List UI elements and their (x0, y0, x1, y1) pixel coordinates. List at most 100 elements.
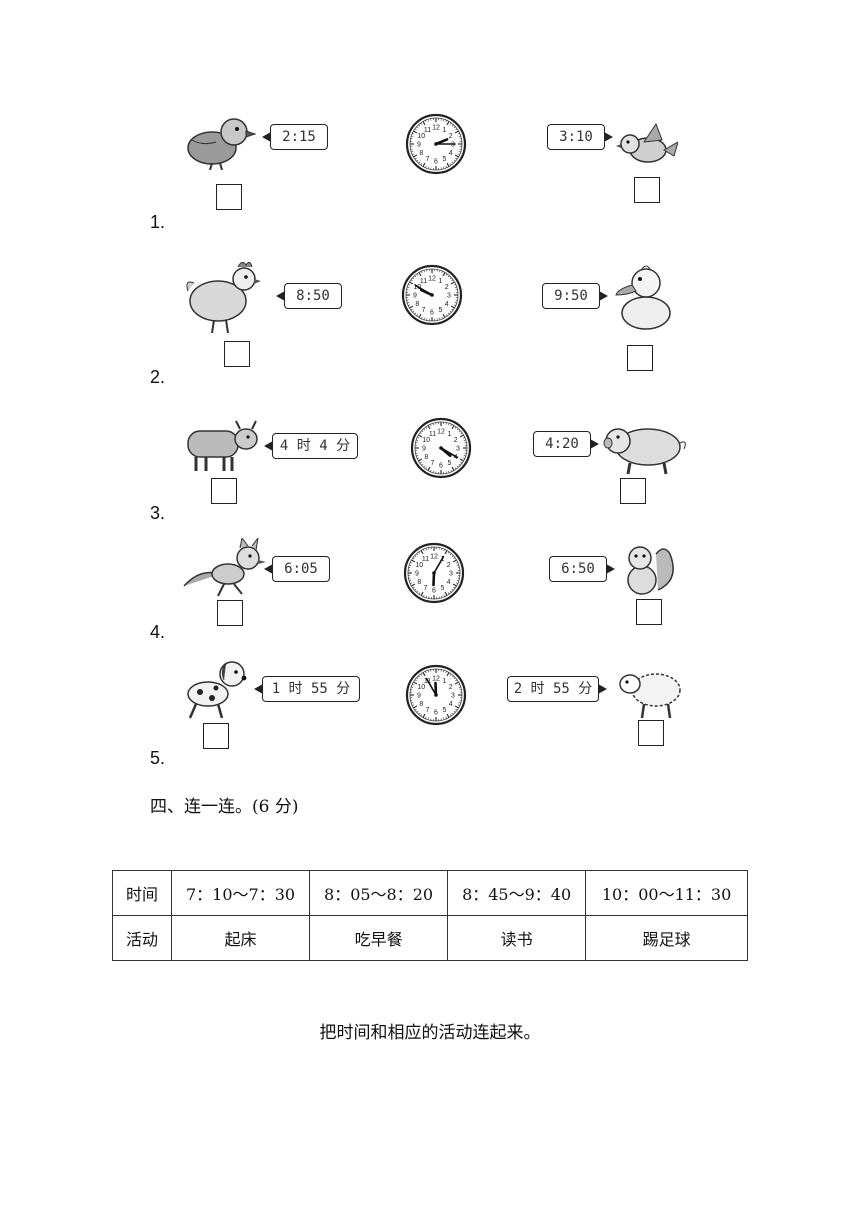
clock-tick (453, 284, 456, 286)
clock-tick (412, 557, 415, 560)
clock-tick (439, 317, 441, 320)
clock-tick (418, 313, 422, 318)
time-cell: 10：00～11：30 (585, 870, 748, 916)
clock-tick (416, 126, 419, 129)
clock-tick (445, 716, 447, 719)
clock-numeral: 6 (432, 588, 436, 595)
clock-numeral: 4 (449, 150, 453, 157)
clock-tick (412, 277, 415, 280)
minute-hand (425, 677, 437, 696)
answer-box-left-3[interactable] (211, 478, 237, 504)
clock-tick (412, 704, 415, 706)
clock-numeral: 3 (447, 293, 451, 300)
clock-tick (442, 313, 446, 318)
clock-tick (449, 673, 452, 676)
clock-numeral: 2 (447, 562, 451, 569)
clock-tick (447, 275, 450, 278)
clock-tick (449, 590, 452, 593)
clock-tick (427, 166, 429, 169)
clock-tick (425, 120, 427, 123)
clock-tick (454, 467, 457, 470)
clock-tick (423, 549, 425, 552)
clock-tick (414, 679, 417, 682)
time-cell: 8：45～9：40 (447, 870, 587, 916)
answer-box-left-2[interactable] (224, 341, 250, 367)
clock-tick (425, 548, 427, 551)
clock-numeral: 11 (429, 431, 436, 438)
clock-tick (411, 135, 414, 137)
clock-tick (451, 588, 454, 591)
clock-tick (458, 702, 461, 704)
clock-tick (427, 119, 429, 122)
answer-box-left-4[interactable] (217, 600, 243, 626)
clock-tick (423, 270, 425, 273)
dog-icon (187, 661, 247, 719)
clock-tick (443, 717, 445, 720)
clock-tick (416, 314, 419, 317)
question-number-2: 2. (150, 367, 166, 387)
clock-tick (427, 466, 431, 471)
clock-tick (456, 564, 459, 566)
clock-tick (425, 426, 428, 429)
question-number-1: 1. (150, 212, 166, 232)
clock-center (434, 693, 438, 697)
clock-numeral: 6 (430, 310, 434, 317)
schedule-table: 时间 7：10～7：30 8：05～8：20 8：45～9：40 10：00～1… (112, 870, 748, 961)
answer-box-right-2[interactable] (627, 345, 653, 371)
clock-tick (443, 670, 445, 673)
clock-tick (423, 428, 426, 431)
clock-tick (418, 675, 421, 678)
clock-numeral: 10 (413, 284, 421, 291)
clock-numeral: 10 (417, 133, 425, 140)
clock-tick (452, 559, 457, 563)
clock-tick (445, 273, 448, 276)
answer-box-right-3[interactable] (620, 478, 646, 504)
left-time-bubble-1: 2:15 (262, 124, 328, 150)
clock-tick (454, 681, 459, 685)
answer-box-left-5[interactable] (203, 723, 229, 749)
right-time-bubble-4: 6:50 (549, 556, 615, 582)
clock-tick (447, 312, 450, 315)
clock-tick (458, 151, 461, 153)
clock-numeral: 3 (451, 693, 455, 700)
clock-center (430, 293, 434, 297)
clock-numeral: 8 (419, 150, 423, 157)
hour-hand (432, 571, 436, 587)
clock-tick (427, 717, 429, 720)
clock-numeral: 5 (439, 307, 443, 314)
left-time-bubble-2: 8:50 (276, 283, 342, 309)
clock-tick (416, 677, 419, 680)
answer-box-right-4[interactable] (636, 599, 662, 625)
clock-tick (450, 281, 455, 285)
clock-tick (453, 304, 456, 306)
clock-numeral: 1 (448, 431, 452, 438)
clock-numeral: 7 (426, 156, 430, 163)
time-cell: 8：05～8：20 (309, 870, 449, 916)
question-number-5: 5. (150, 748, 166, 768)
answer-box-right-5[interactable] (638, 720, 664, 746)
clock-numeral: 4 (447, 579, 451, 586)
clock-tick (455, 708, 458, 711)
clock-tick (451, 308, 454, 311)
answer-box-left-1[interactable] (216, 184, 242, 210)
clock-tick (454, 705, 459, 709)
clock-tick (449, 310, 452, 313)
answer-box-right-1[interactable] (634, 177, 660, 203)
clock-tick (411, 702, 414, 704)
clock-numeral: 10 (422, 437, 430, 444)
clock-tick (451, 279, 454, 282)
activity-header: 活动 (112, 915, 172, 961)
clock-tick (421, 463, 424, 466)
clock-tick (432, 423, 434, 426)
right-time-bubble-5: 2 时 55 分 (507, 676, 607, 702)
clock-tick (418, 712, 421, 715)
clock-tick (447, 551, 450, 554)
clock-numeral: 8 (419, 701, 423, 708)
clock-tick (458, 135, 461, 137)
clock-tick (414, 312, 417, 315)
